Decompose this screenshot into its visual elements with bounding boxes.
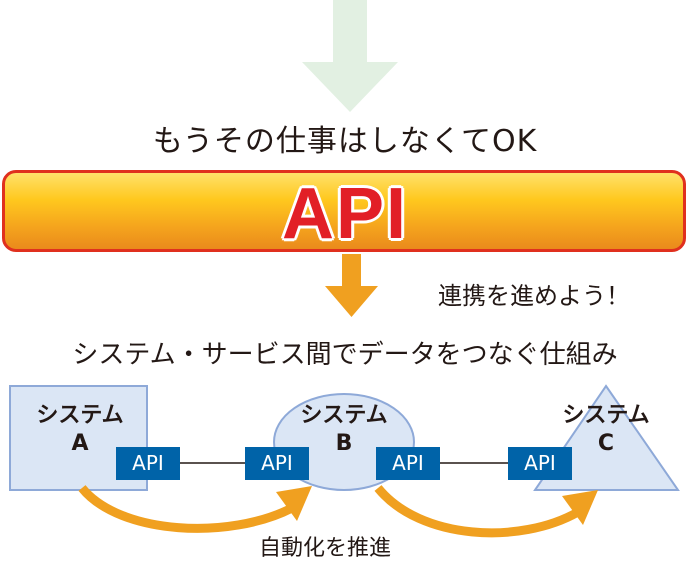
headline-text: もうその仕事はしなくてOK (152, 124, 538, 159)
system-b-name: システム (300, 403, 388, 428)
system-a-letter: A (71, 431, 89, 456)
incoming-arrow-icon (302, 0, 398, 112)
automation-label: 自動化を推進 (259, 536, 392, 561)
subtitle-text: システム・サービス間でデータをつなぐ仕組み (72, 340, 618, 370)
system-b-letter: B (335, 431, 353, 456)
system-a-label: システム A (20, 402, 140, 458)
api-tag-b-left: API (245, 447, 309, 480)
system-a-name: システム (36, 403, 124, 428)
automation-arrowhead-ab-icon (276, 486, 312, 521)
api-tag-b-right: API (376, 447, 440, 480)
cheer-text: 連携を進めよう！ (438, 282, 630, 310)
system-b-label: システム B (284, 402, 404, 458)
automation-arrowhead-bc-icon (562, 490, 598, 525)
system-c-name: システム (562, 403, 650, 428)
system-c-label: システム C (546, 402, 666, 458)
api-tag-c: API (508, 447, 572, 480)
api-banner (2, 170, 686, 252)
down-arrow-icon (325, 254, 378, 317)
automation-arrow-bc-icon (374, 485, 581, 538)
api-tag-a: API (116, 447, 180, 480)
system-c-letter: C (597, 431, 615, 456)
automation-arrow-ab-icon (78, 485, 295, 533)
api-banner-label: API (281, 174, 409, 254)
